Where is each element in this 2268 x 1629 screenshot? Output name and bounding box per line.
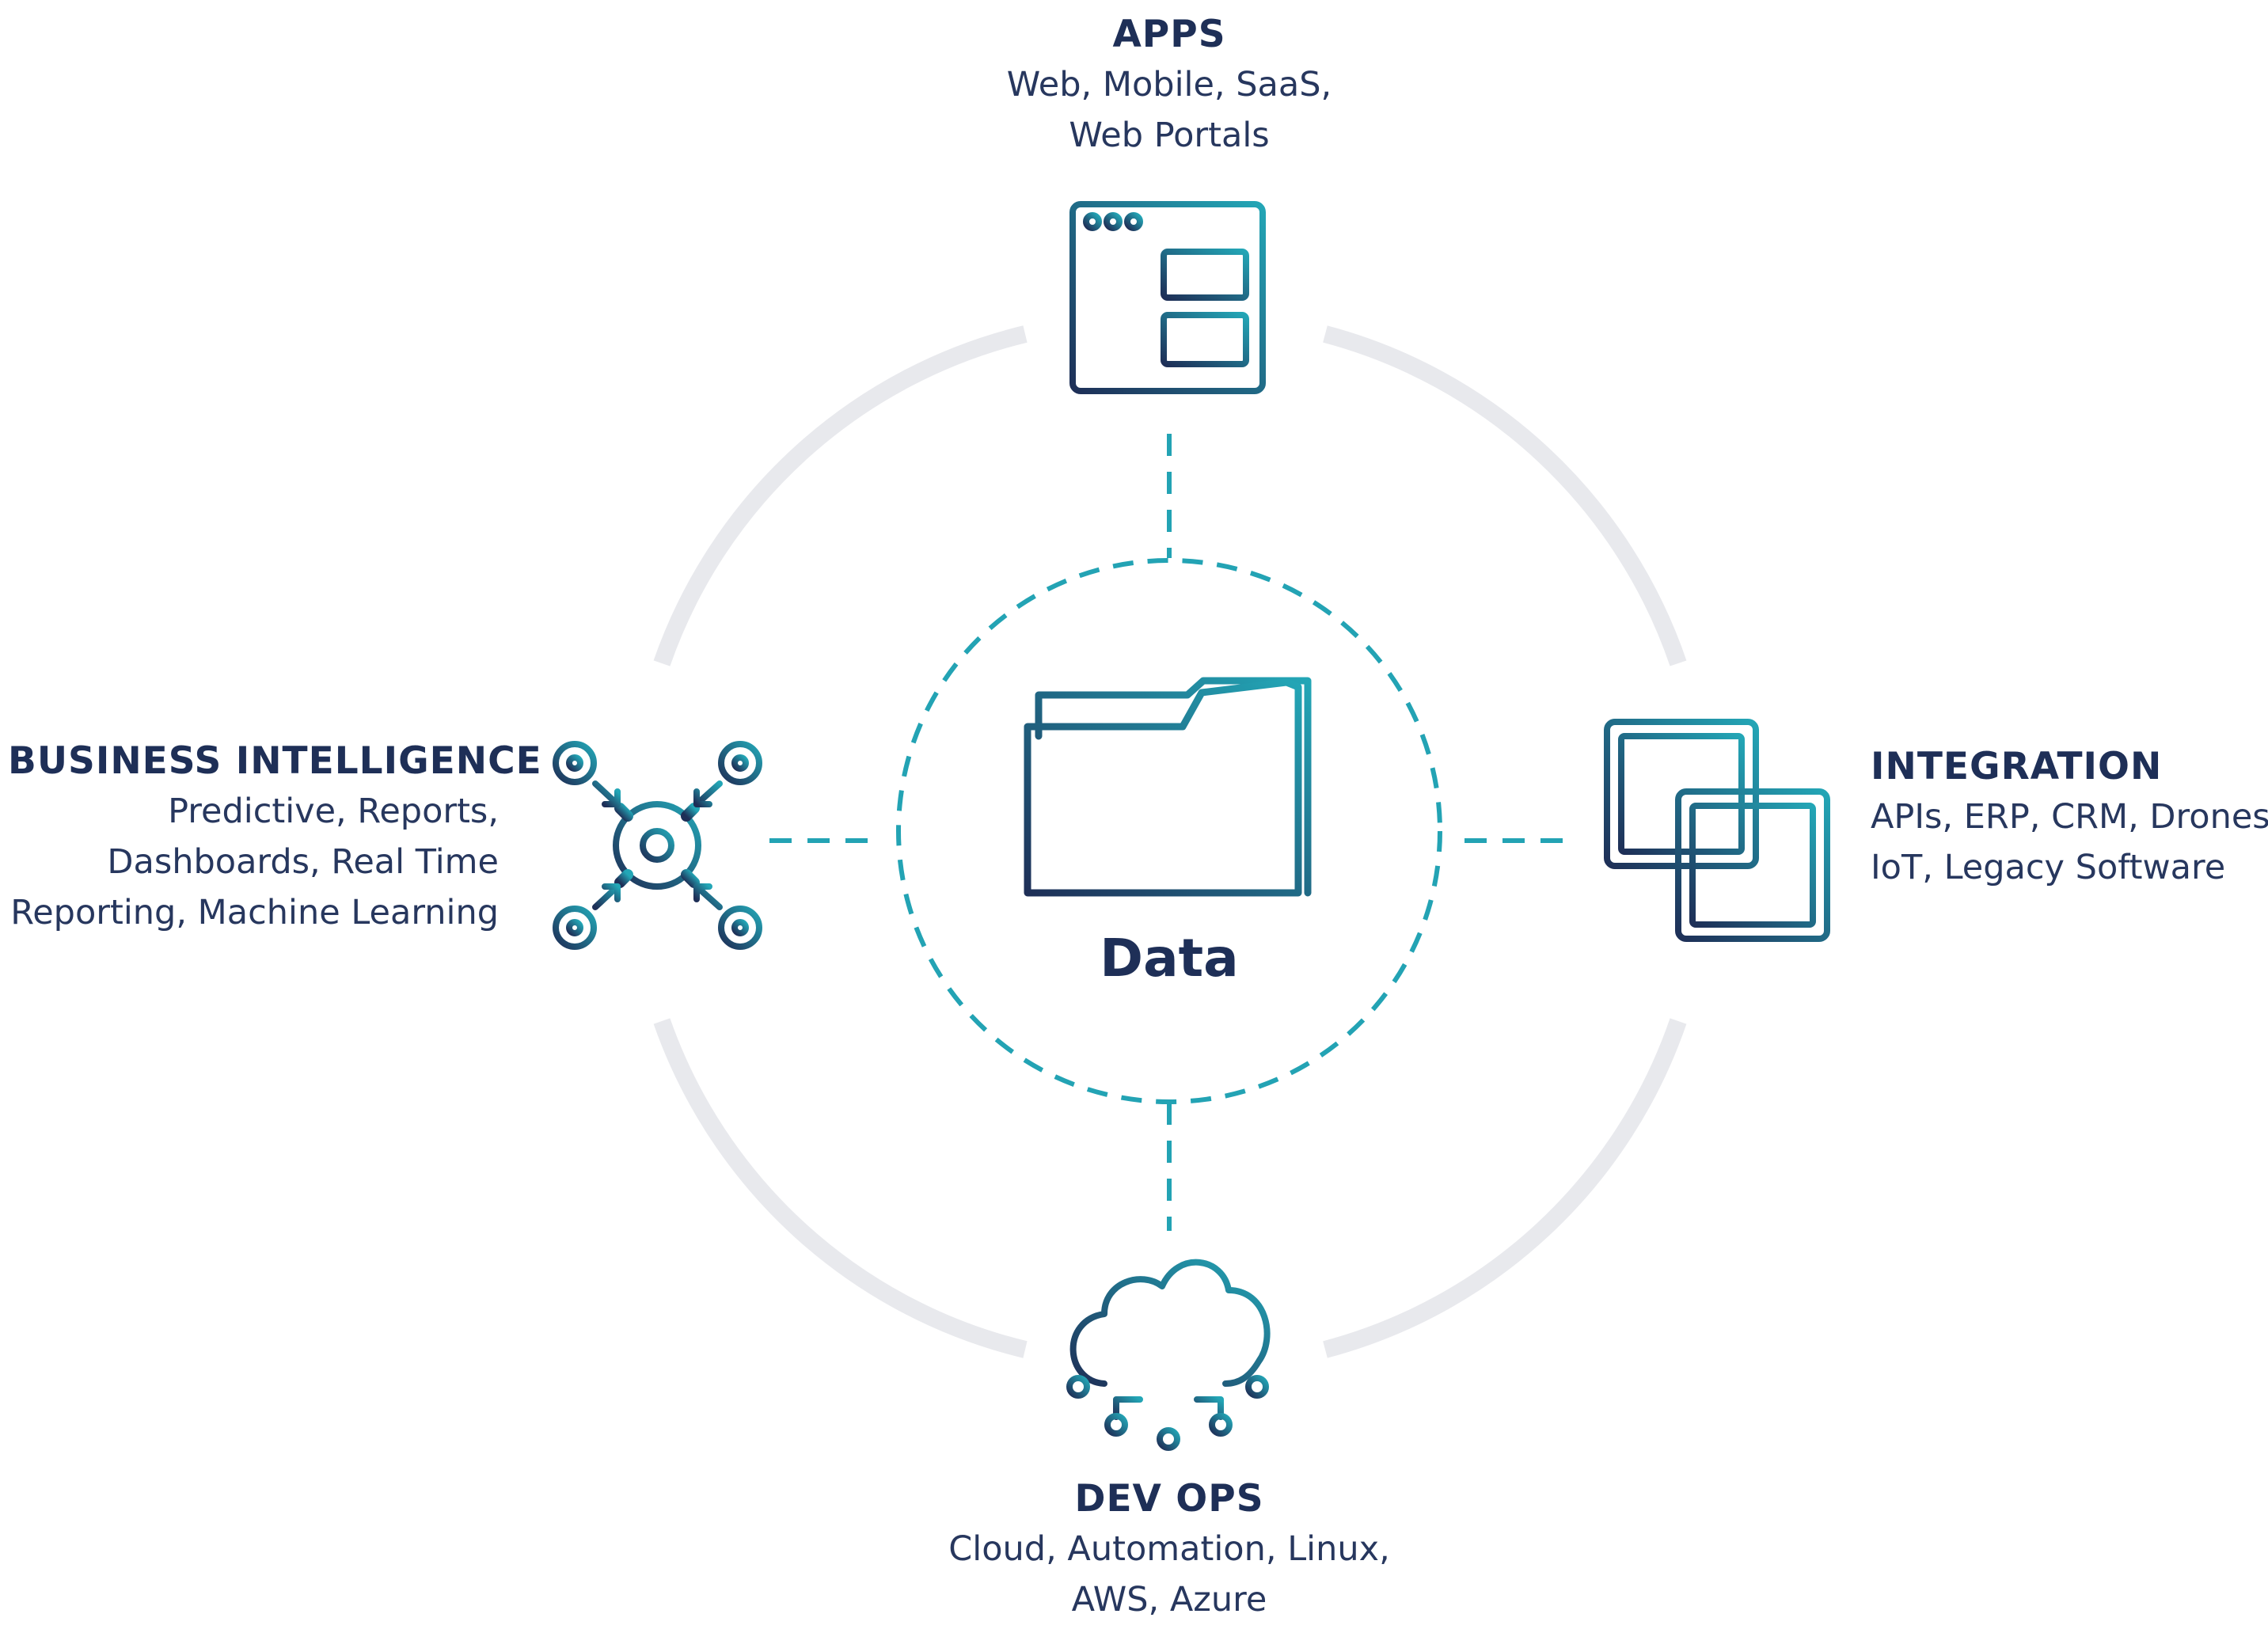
- devops-desc-line: Cloud, Automation, Linux,: [948, 1529, 1390, 1569]
- cloud-network-icon: [1066, 1259, 1271, 1451]
- bi-description: Predictive, Reports, Dashboards, Real Ti…: [8, 786, 499, 938]
- devops-title: DEV OPS: [1074, 1477, 1264, 1521]
- folder-icon: [1024, 677, 1312, 897]
- overlapping-squares-icon: [1604, 719, 1830, 942]
- integration-desc-line: APIs, ERP, CRM, Drones,: [1871, 797, 2268, 837]
- bi-desc-line: Predictive, Reports,: [168, 792, 499, 831]
- devops-node: DEV OPS Cloud, Automation, Linux, AWS, A…: [892, 1480, 1446, 1625]
- gears-network-icon: [553, 741, 762, 950]
- apps-desc-line: Web, Mobile, SaaS,: [1006, 65, 1332, 104]
- integration-node: INTEGRATION APIs, ERP, CRM, Drones, IoT,…: [1871, 745, 2268, 893]
- integration-desc-line: IoT, Legacy Software: [1871, 848, 2226, 887]
- devops-description: Cloud, Automation, Linux, AWS, Azure: [892, 1524, 1446, 1625]
- bi-desc-line: Reporting, Machine Learning: [10, 893, 499, 932]
- data-ring: [896, 558, 1442, 1104]
- bi-title: BUSINESS INTELLIGENCE: [8, 739, 542, 783]
- apps-title: APPS: [1112, 13, 1226, 56]
- data-label: Data: [1100, 928, 1239, 989]
- apps-desc-line: Web Portals: [1069, 116, 1270, 155]
- integration-title: INTEGRATION: [1871, 745, 2163, 788]
- apps-node: APPS Web, Mobile, SaaS, Web Portals: [892, 16, 1446, 161]
- outer-ring: [653, 325, 1687, 1358]
- devops-desc-line: AWS, Azure: [1071, 1580, 1267, 1620]
- bi-desc-line: Dashboards, Real Time: [107, 842, 499, 882]
- apps-description: Web, Mobile, SaaS, Web Portals: [892, 59, 1446, 161]
- integration-description: APIs, ERP, CRM, Drones, IoT, Legacy Soft…: [1871, 792, 2268, 893]
- connector-lines: [769, 434, 1575, 1231]
- browser-window-icon: [1069, 201, 1266, 394]
- bi-node: BUSINESS INTELLIGENCE Predictive, Report…: [8, 739, 542, 938]
